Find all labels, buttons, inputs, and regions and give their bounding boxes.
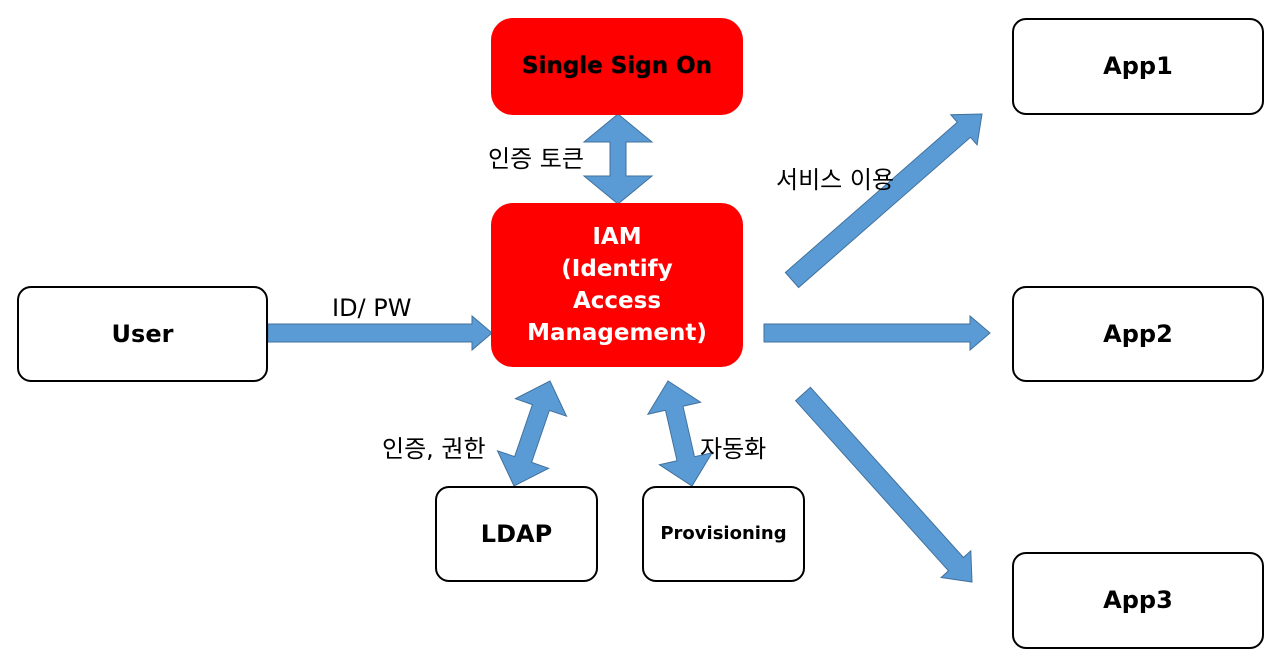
app3-label: App3 <box>1103 586 1173 615</box>
user-node: User <box>17 286 268 382</box>
sso-iam-arrow <box>582 113 654 205</box>
id-pw-label: ID/ PW <box>332 294 412 322</box>
automation-label: 자동화 <box>700 435 767 463</box>
sso-node: Single Sign On <box>491 18 743 115</box>
iam-label: IAM (Identify Access Management) <box>527 224 707 346</box>
provisioning-label: Provisioning <box>660 523 787 545</box>
iam-node: IAM (Identify Access Management) <box>491 203 743 367</box>
auth-perm-label: 인증, 권한 <box>382 435 486 463</box>
sso-label: Single Sign On <box>522 52 712 79</box>
auth-token-label: 인증 토큰 <box>488 145 584 173</box>
iam-app2-arrow <box>763 314 991 352</box>
ldap-node: LDAP <box>435 486 598 582</box>
user-iam-arrow <box>267 314 493 352</box>
app1-label: App1 <box>1103 52 1173 81</box>
user-label: User <box>111 319 174 348</box>
app2-label: App2 <box>1103 319 1173 348</box>
provisioning-node: Provisioning <box>642 486 805 582</box>
app3-node: App3 <box>1012 552 1264 649</box>
iam-ldap-arrow <box>496 380 568 487</box>
arrows-layer <box>267 113 991 583</box>
iam-provisioning-arrow <box>646 380 714 487</box>
iam-app1-arrow <box>784 113 983 289</box>
iam-app3-arrow <box>794 386 973 583</box>
ldap-label: LDAP <box>480 519 553 548</box>
service-use-label: 서비스 이용 <box>776 166 895 194</box>
app1-node: App1 <box>1012 18 1264 115</box>
app2-node: App2 <box>1012 286 1264 382</box>
